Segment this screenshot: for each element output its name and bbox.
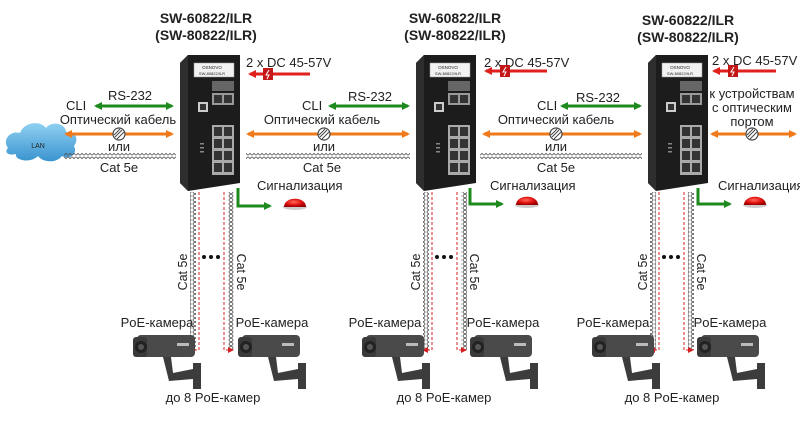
cli-label: CLI	[66, 98, 86, 113]
end-device-label-line-3: портом	[730, 114, 773, 129]
switch-front-model: SW-80822/ILR	[435, 71, 461, 76]
poe-camera-icon	[133, 335, 201, 389]
alarm-label: Сигнализация	[718, 178, 800, 193]
poe-power-right	[223, 192, 234, 353]
poe-cable-left	[190, 192, 196, 350]
optic-label: Оптический кабель	[264, 112, 381, 127]
switch-brand-label: OSNOVO	[438, 65, 458, 70]
switch-model: SW-60822/ILR	[160, 10, 252, 26]
alarm-light-icon	[743, 196, 767, 208]
cable-label-left: Cat 5e	[409, 254, 423, 291]
power-plug-icon	[499, 64, 511, 78]
poe-cable-left	[423, 192, 429, 350]
poe-power-left	[649, 192, 660, 353]
alarm-arrow	[236, 188, 272, 210]
cli-label: CLI	[537, 98, 557, 113]
switch-model: SW-60822/ILR	[642, 12, 734, 28]
cable-label-right: Cat 5e	[694, 254, 708, 291]
alarm-label: Сигнализация	[490, 178, 576, 193]
lan-label: LAN	[31, 143, 45, 150]
cli-label: CLI	[302, 98, 322, 113]
camera-label-right: PoE-камера	[467, 315, 541, 330]
camera-label-right: PoE-камера	[236, 315, 310, 330]
cable-label-right: Cat 5e	[467, 254, 481, 291]
serial-label: RS-232	[108, 88, 152, 103]
alarm-light-icon	[515, 196, 539, 208]
switch-group-1: SW-60822/ILR (SW-80822/ILR) OSNOVO SW-80…	[60, 10, 343, 405]
switch-model-alt: (SW-80822/ILR)	[155, 27, 257, 43]
poe-cable-left	[650, 192, 656, 350]
power-plug-icon	[262, 67, 274, 81]
switch-group-2: SW-60822/ILR (SW-80822/ILR) OSNOVO SW-80…	[246, 10, 576, 405]
copper-cable	[480, 153, 642, 159]
serial-label: RS-232	[348, 89, 392, 104]
more-ellipsis	[662, 255, 680, 259]
power-label: 2 x DC 45-57V	[484, 55, 570, 70]
end-device-label-line-1: к устройствам	[709, 86, 794, 101]
copper-cable	[64, 153, 176, 159]
fiber-icon	[745, 127, 759, 141]
copper-label: Cat 5e	[100, 160, 138, 175]
end-device-label-line-2: с оптическим	[712, 100, 792, 115]
power-label: 2 x DC 45-57V	[712, 53, 798, 68]
poe-power-right	[683, 192, 694, 353]
switch-model-alt: (SW-80822/ILR)	[637, 29, 739, 45]
switch-brand-label: OSNOVO	[202, 65, 222, 70]
cable-label-left: Cat 5e	[176, 254, 190, 291]
cable-label-left: Cat 5e	[636, 254, 650, 291]
poe-power-left	[422, 192, 433, 353]
camera-label-left: PoE-камера	[577, 315, 651, 330]
or-label: или	[313, 139, 335, 154]
alarm-label: Сигнализация	[257, 178, 343, 193]
switch-model: SW-60822/ILR	[409, 10, 501, 26]
more-ellipsis	[202, 255, 220, 259]
copper-label: Cat 5e	[537, 160, 575, 175]
camera-caption: до 8 PoE-камер	[625, 390, 720, 405]
lan-cloud: LAN	[5, 123, 77, 162]
switch-model-alt: (SW-80822/ILR)	[404, 27, 506, 43]
power-label: 2 x DC 45-57V	[246, 55, 332, 70]
camera-label-right: PoE-камера	[694, 315, 768, 330]
camera-caption: до 8 PoE-камер	[166, 390, 261, 405]
copper-label: Cat 5e	[303, 160, 341, 175]
switch-group-3: SW-60822/ILR (SW-80822/ILR) OSNOVO SW-80…	[480, 12, 800, 405]
camera-label-left: PoE-камера	[121, 315, 195, 330]
optic-label: Оптический кабель	[498, 112, 615, 127]
poe-camera-icon	[362, 335, 430, 389]
camera-caption: до 8 PoE-камер	[397, 390, 492, 405]
cable-label-right: Cat 5e	[234, 254, 248, 291]
power-plug-icon	[727, 64, 739, 78]
poe-camera-icon	[592, 335, 660, 389]
poe-cable-right	[688, 192, 694, 350]
poe-cable-right	[228, 192, 234, 350]
alarm-light-icon	[283, 198, 307, 210]
poe-cable-right	[461, 192, 467, 350]
switch-brand-label: OSNOVO	[670, 65, 690, 70]
alarm-arrow	[696, 188, 732, 208]
or-label: или	[545, 139, 567, 154]
poe-camera-icon	[697, 335, 765, 389]
poe-power-left	[189, 192, 200, 353]
or-label: или	[108, 139, 130, 154]
switch-front-model: SW-80822/ILR	[199, 71, 225, 76]
poe-camera-icon	[470, 335, 538, 389]
more-ellipsis	[435, 255, 453, 259]
copper-cable	[246, 153, 410, 159]
poe-camera-icon	[238, 335, 306, 389]
switch-front-model: SW-80822/ILR	[667, 71, 693, 76]
serial-label: RS-232	[576, 90, 620, 105]
optic-label: Оптический кабель	[60, 112, 177, 127]
camera-label-left: PoE-камера	[349, 315, 423, 330]
poe-power-right	[456, 192, 467, 353]
alarm-arrow	[468, 188, 504, 208]
